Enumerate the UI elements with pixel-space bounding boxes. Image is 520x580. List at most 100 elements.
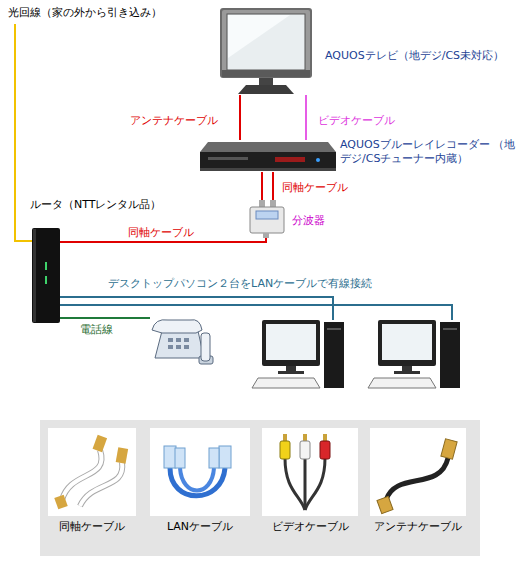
cable-connector <box>60 305 452 320</box>
phone-illustration <box>152 320 202 333</box>
pc-illustration <box>378 320 436 366</box>
lan-cable-sample <box>164 446 176 468</box>
router-illustration <box>45 262 47 270</box>
recorder-illustration <box>275 157 305 162</box>
splitter-illustration <box>256 211 278 219</box>
phone-illustration <box>168 345 173 349</box>
pc-illustration <box>266 324 316 360</box>
tv-illustration <box>228 15 290 58</box>
splitter-device: 分波器 <box>250 200 284 238</box>
splitter-illustration <box>263 233 269 238</box>
cable-connector <box>60 297 333 320</box>
tv-illustration <box>220 8 312 78</box>
tv-illustration <box>238 85 294 94</box>
router-illustration <box>32 228 60 323</box>
pc-device <box>256 320 344 390</box>
lan-cable-sample <box>209 448 219 468</box>
video-cable-sample <box>305 458 325 510</box>
pc-illustration <box>327 328 341 330</box>
phone-illustration <box>184 345 189 349</box>
cable-label: 同軸ケーブル <box>282 181 348 195</box>
coax-cable-sample <box>116 447 128 464</box>
antenna-cable-sample <box>441 439 457 459</box>
lan-cable-sample <box>219 446 231 468</box>
phone-device <box>150 310 214 365</box>
legend-panel <box>40 420 480 556</box>
pc-illustration <box>368 320 460 388</box>
legend-panel <box>262 428 358 516</box>
line-label: 光回線（家の外から引き込み） <box>8 6 162 20</box>
phone-illustration <box>155 331 204 358</box>
cable-connector <box>261 172 263 200</box>
legend-text: 同軸ケーブル <box>59 520 125 533</box>
tv-illustration <box>220 8 312 94</box>
legend-panel <box>48 428 136 516</box>
cable-label: 同軸ケーブル <box>128 226 194 240</box>
legend-panel <box>40 420 480 556</box>
lan-cable-sample <box>170 468 225 496</box>
pc-illustration <box>440 322 460 388</box>
fiber-line <box>15 24 32 241</box>
phone-illustration <box>176 338 181 342</box>
legend-panel <box>370 428 466 516</box>
legend-entry: 同軸ケーブル <box>37 520 147 534</box>
legend-panel <box>150 428 250 516</box>
phone-illustration <box>184 338 189 342</box>
video-cable-sample <box>304 458 307 510</box>
antenna-cable-sample <box>386 458 448 500</box>
tv-illustration <box>222 10 310 76</box>
cable-label: デスクトップパソコン２台をLANケーブルで有線接続 <box>108 277 372 291</box>
device-label: ルータ（NTTレンタル品） <box>30 198 161 212</box>
recorder-illustration <box>316 158 320 162</box>
pc-illustration <box>252 320 344 388</box>
coax-cable-sample <box>80 462 122 506</box>
pc-illustration <box>382 324 432 360</box>
legend-text: アンテナケーブル <box>374 520 462 533</box>
tv-device: AQUOSテレビ（地デジ/CS未対応） <box>218 5 314 95</box>
antenna-cable-sample <box>377 496 393 513</box>
router-device: ルータ（NTTレンタル品） <box>32 228 60 323</box>
device-label: AQUOSテレビ（地デジ/CS未対応） <box>325 49 504 63</box>
legend-entry: LANケーブル <box>145 520 255 534</box>
recorder-device: AQUOSブルーレイレコーダー （地デジ/CSチューナー内蔵） <box>200 140 336 172</box>
coax-cable-sample <box>54 495 68 510</box>
phone-illustration <box>201 333 210 361</box>
pc-illustration <box>324 322 344 388</box>
recorder-illustration <box>208 157 248 160</box>
cable-label: ビデオケーブル <box>318 114 395 128</box>
cable-connector <box>272 172 274 200</box>
splitter-illustration <box>250 207 284 233</box>
splitter-illustration <box>250 200 284 238</box>
tv-illustration <box>227 14 305 70</box>
legend-text: LANケーブル <box>167 520 233 533</box>
cable-connector <box>60 317 150 319</box>
pc-illustration <box>443 328 457 330</box>
phone-illustration <box>168 338 173 342</box>
tv-illustration <box>222 70 310 77</box>
phone-illustration <box>152 320 213 364</box>
fiber-line <box>15 24 32 241</box>
legend-entry: アンテナケーブル <box>363 520 473 534</box>
lan-cable-sample <box>175 448 185 468</box>
recorder-illustration <box>200 152 336 169</box>
recorder-illustration <box>200 142 336 171</box>
cable-connector <box>305 95 307 140</box>
video-cable-sample <box>320 441 330 459</box>
cable-connector <box>239 95 241 140</box>
phone-illustration <box>176 345 181 349</box>
router-illustration <box>45 276 47 284</box>
pc-illustration <box>368 378 436 388</box>
device-label: AQUOSブルーレイレコーダー （地デジ/CSチューナー内蔵） <box>340 138 520 166</box>
pc-illustration <box>252 378 320 388</box>
tv-illustration <box>259 78 273 86</box>
router-illustration <box>33 229 36 322</box>
lan-cable-sample <box>180 468 214 491</box>
pc-device <box>372 320 464 390</box>
pc-illustration <box>262 320 320 366</box>
device-label: 分波器 <box>292 214 325 228</box>
router-illustration <box>32 228 60 323</box>
video-cable-sample <box>300 441 310 459</box>
video-cable-sample <box>280 434 330 510</box>
pc-illustration <box>394 371 420 374</box>
